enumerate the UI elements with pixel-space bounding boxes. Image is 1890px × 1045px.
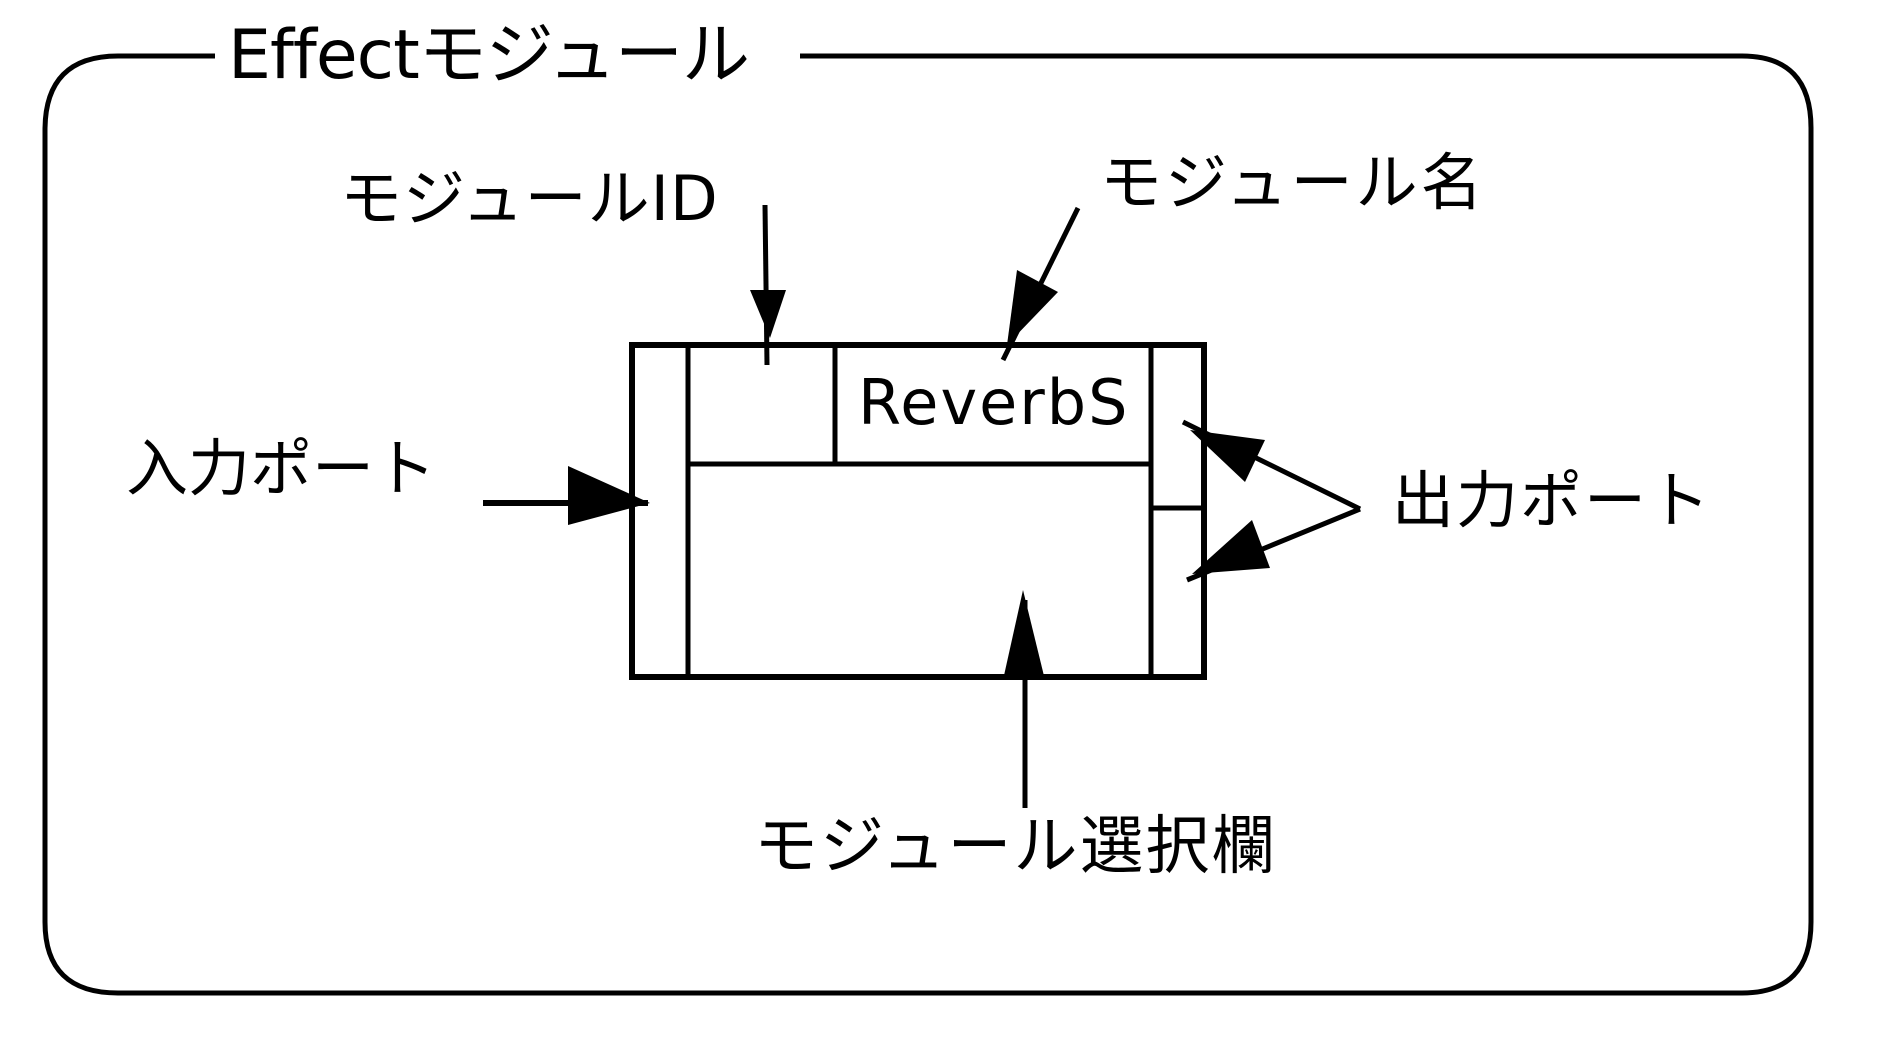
module-select-label: モジュール選択欄 [754,810,1278,884]
module-name-arrow [1000,206,1081,362]
module-select-arrow [1003,590,1045,808]
module-box[interactable] [629,342,1207,680]
input-port-label: 入力ポート [126,432,437,505]
module-name-label: モジュール名 [1100,146,1486,219]
input-port[interactable] [634,347,686,675]
diagram-title: Effectモジュール [228,16,750,95]
output-port-2[interactable] [1153,510,1202,675]
effect-module-frame [42,53,1814,996]
module-box-outline [629,342,1207,680]
output-port-label: 出力ポート [1392,464,1713,537]
module-id-label: モジュールID [340,162,719,235]
input-port-arrow [483,466,650,525]
output-port-arrows [1181,419,1362,583]
module-name-value: ReverbS [858,366,1130,439]
module-id-field[interactable] [690,347,833,462]
module-select-area[interactable] [690,466,1149,675]
module-id-arrow [750,204,786,366]
